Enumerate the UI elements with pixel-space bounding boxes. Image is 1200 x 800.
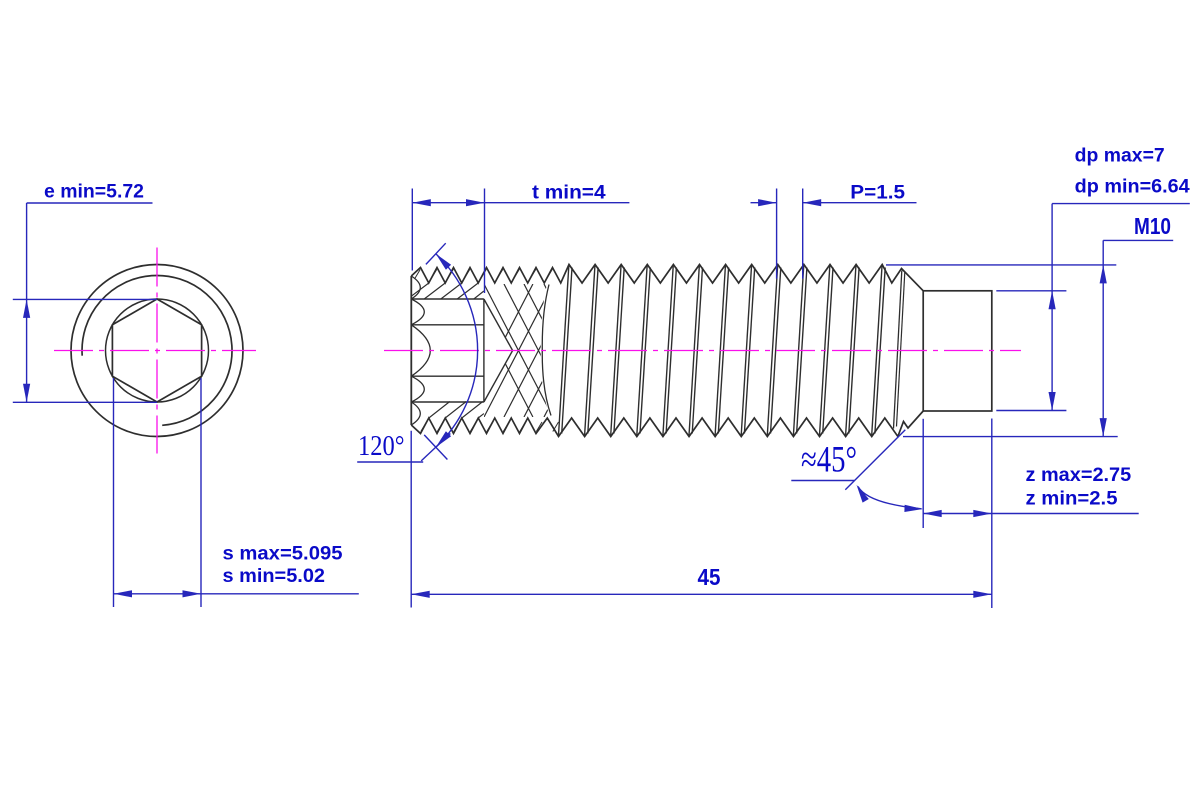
svg-text:120°: 120° <box>358 431 405 462</box>
svg-text:s max=5.095: s max=5.095 <box>223 544 343 565</box>
svg-text:z max=2.75: z max=2.75 <box>1026 465 1132 486</box>
svg-text:≈45°: ≈45° <box>801 440 857 481</box>
svg-text:t min=4: t min=4 <box>532 183 606 204</box>
svg-text:45: 45 <box>698 564 721 590</box>
svg-text:z min=2.5: z min=2.5 <box>1026 489 1118 510</box>
svg-text:M10: M10 <box>1134 213 1171 239</box>
svg-text:e min=5.72: e min=5.72 <box>44 182 144 203</box>
svg-text:P=1.5: P=1.5 <box>850 183 905 204</box>
svg-text:dp max=7: dp max=7 <box>1075 146 1165 167</box>
svg-text:s min=5.02: s min=5.02 <box>223 566 326 587</box>
svg-text:dp min=6.64: dp min=6.64 <box>1075 177 1190 198</box>
